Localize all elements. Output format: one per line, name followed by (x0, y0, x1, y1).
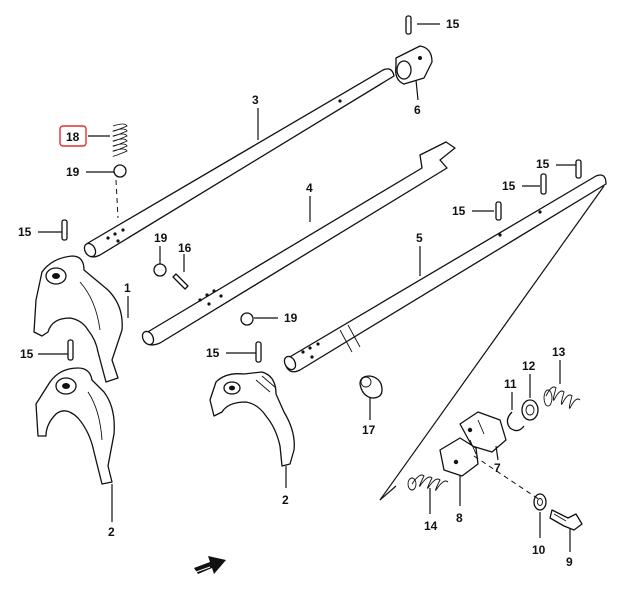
callout-labels: 15 6 3 18 19 15 4 19 16 1 19 15 15 5 15 … (18, 17, 573, 569)
roll-pins-15 (61, 15, 582, 363)
spring-14 (407, 474, 449, 491)
shaft-end-collar-6 (395, 45, 433, 85)
callout-1: 1 (124, 281, 131, 295)
shift-fork-1 (33, 255, 123, 383)
bolt-9 (549, 509, 583, 531)
leader-lines (38, 23, 576, 552)
callout-3: 3 (252, 93, 259, 107)
callout-15-b: 15 (18, 225, 32, 239)
e-ring-11 (506, 411, 525, 432)
washer-10 (533, 493, 547, 511)
callout-15-a: 15 (446, 17, 460, 31)
callout-15-c: 15 (20, 347, 34, 361)
callout-7: 7 (494, 461, 501, 475)
callout-5: 5 (416, 231, 423, 245)
shift-shaft-5 (283, 174, 607, 373)
detent-balls-19 (113, 164, 254, 326)
callout-17: 17 (362, 423, 376, 437)
callout-16: 16 (178, 241, 192, 255)
assembly-guide-lines (115, 179, 605, 501)
callout-19-b: 19 (154, 231, 168, 245)
shift-fork-2b (209, 371, 295, 467)
callout-8: 8 (456, 511, 463, 525)
shift-shaft-4 (141, 141, 456, 346)
select-lever-assembly-7-8 (439, 411, 507, 477)
callout-18: 18 (66, 130, 80, 144)
callout-19-c: 19 (284, 311, 298, 325)
spring-13 (543, 386, 581, 409)
callout-14: 14 (424, 519, 438, 533)
callout-15-f: 15 (502, 179, 516, 193)
callout-18-highlight-box (59, 125, 87, 147)
callout-9: 9 (566, 555, 573, 569)
callout-6: 6 (414, 103, 421, 117)
callout-15-g: 15 (452, 204, 466, 218)
callout-4: 4 (306, 181, 313, 195)
callout-13: 13 (552, 345, 566, 359)
callout-2-a: 2 (108, 525, 115, 539)
shift-fork-2a (35, 367, 115, 485)
callout-15-e: 15 (536, 157, 550, 171)
plug-17 (359, 375, 383, 399)
spring-18 (112, 123, 128, 157)
shift-shaft-3 (83, 68, 395, 258)
callout-15-d: 15 (206, 346, 220, 360)
callout-12: 12 (522, 359, 536, 373)
callout-2-b: 2 (282, 493, 289, 507)
callout-10: 10 (532, 543, 546, 557)
callout-19-a: 19 (66, 165, 80, 179)
spring-seat-12 (521, 399, 539, 421)
front-direction-arrow-icon (194, 556, 226, 574)
callout-11: 11 (504, 377, 517, 391)
interlock-pin-16 (172, 273, 189, 290)
